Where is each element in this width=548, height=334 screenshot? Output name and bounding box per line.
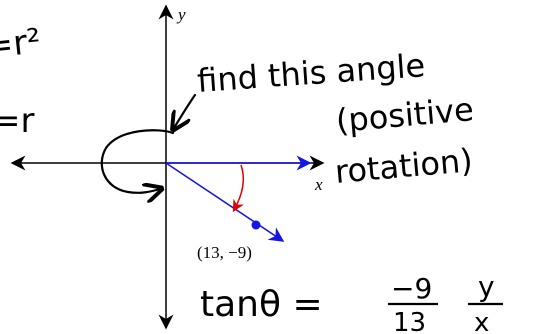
point-marker xyxy=(251,220,261,230)
note-line-1: find this angle xyxy=(196,46,426,100)
handwriting-fragment-mid: =r xyxy=(0,101,34,141)
point-label: (13, −9) xyxy=(197,243,252,262)
rotation-loop xyxy=(100,129,175,193)
handwriting-fragment-top: =r² xyxy=(0,21,43,67)
fraction-denominator: 13 xyxy=(393,308,426,334)
terminal-ray xyxy=(165,162,285,242)
note-pointer-arrow xyxy=(174,93,197,128)
note-line-3: rotation) xyxy=(333,141,474,191)
fraction-numerator: −9 xyxy=(391,272,432,305)
x-axis-label: x xyxy=(314,175,323,194)
ratio-denominator: x xyxy=(474,308,489,334)
y-axis-label: y xyxy=(176,5,186,24)
reference-angle-arc xyxy=(232,164,245,213)
equation-lhs: tanθ = xyxy=(200,284,323,325)
note-line-2: (positive xyxy=(334,90,475,140)
ratio-numerator: y xyxy=(478,270,495,303)
